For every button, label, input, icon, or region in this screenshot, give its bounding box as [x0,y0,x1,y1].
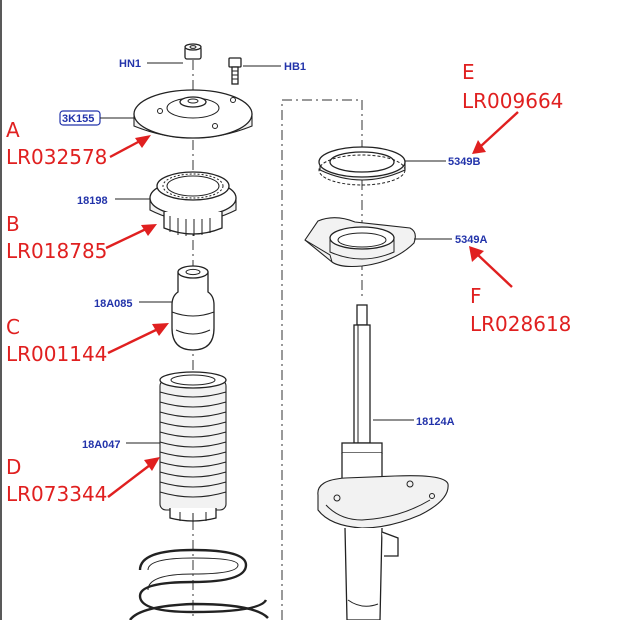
part-code-18a047: 18A047 [82,439,121,451]
callout-arrow-d [107,457,160,498]
callout-part-number-c: LR001144 [6,342,107,366]
part-code-3k155: 3K155 [62,113,94,125]
callout-part-number-b: LR018785 [6,239,107,263]
callout-arrow-f [469,246,513,288]
callout-arrow-c [107,323,169,355]
callout-letter-b: B [6,212,20,236]
callout-letter-a: A [6,118,20,142]
callout-arrow-a [109,135,151,159]
upper-spring-seat-part [318,146,406,186]
callout-part-number-f: LR028618 [470,312,571,336]
top-mount-plate-part [133,89,253,139]
part-code-18a085: 18A085 [94,298,133,310]
assembly-bracket-line [281,99,362,620]
mount-bolt-part [228,57,242,85]
part-code-hn1: HN1 [119,58,141,70]
part-code-5349a: 5349A [455,234,487,246]
callout-arrow-e [472,111,519,154]
part-code-18124a: 18124A [416,416,455,428]
callout-letter-c: C [6,315,20,339]
strut-part [317,304,449,620]
callout-part-number-d: LR073344 [6,482,107,506]
callout-letter-e: E [462,60,475,84]
lower-spring-seat-part [304,217,416,268]
coil-spring-part [129,548,269,620]
dust-boot-part [159,371,227,522]
callout-letter-f: F [470,284,482,308]
strut-bearing-part [149,171,237,236]
part-code-18198: 18198 [77,195,108,207]
part-code-5349b: 5349B [448,156,480,168]
callout-arrow-b [105,224,157,250]
callout-letter-d: D [6,455,21,479]
top-nut-part [184,43,202,60]
callout-part-number-a: LR032578 [6,145,107,169]
bump-stop-part [171,265,215,351]
callout-part-number-e: LR009664 [462,89,563,113]
part-code-hb1: HB1 [284,61,306,73]
